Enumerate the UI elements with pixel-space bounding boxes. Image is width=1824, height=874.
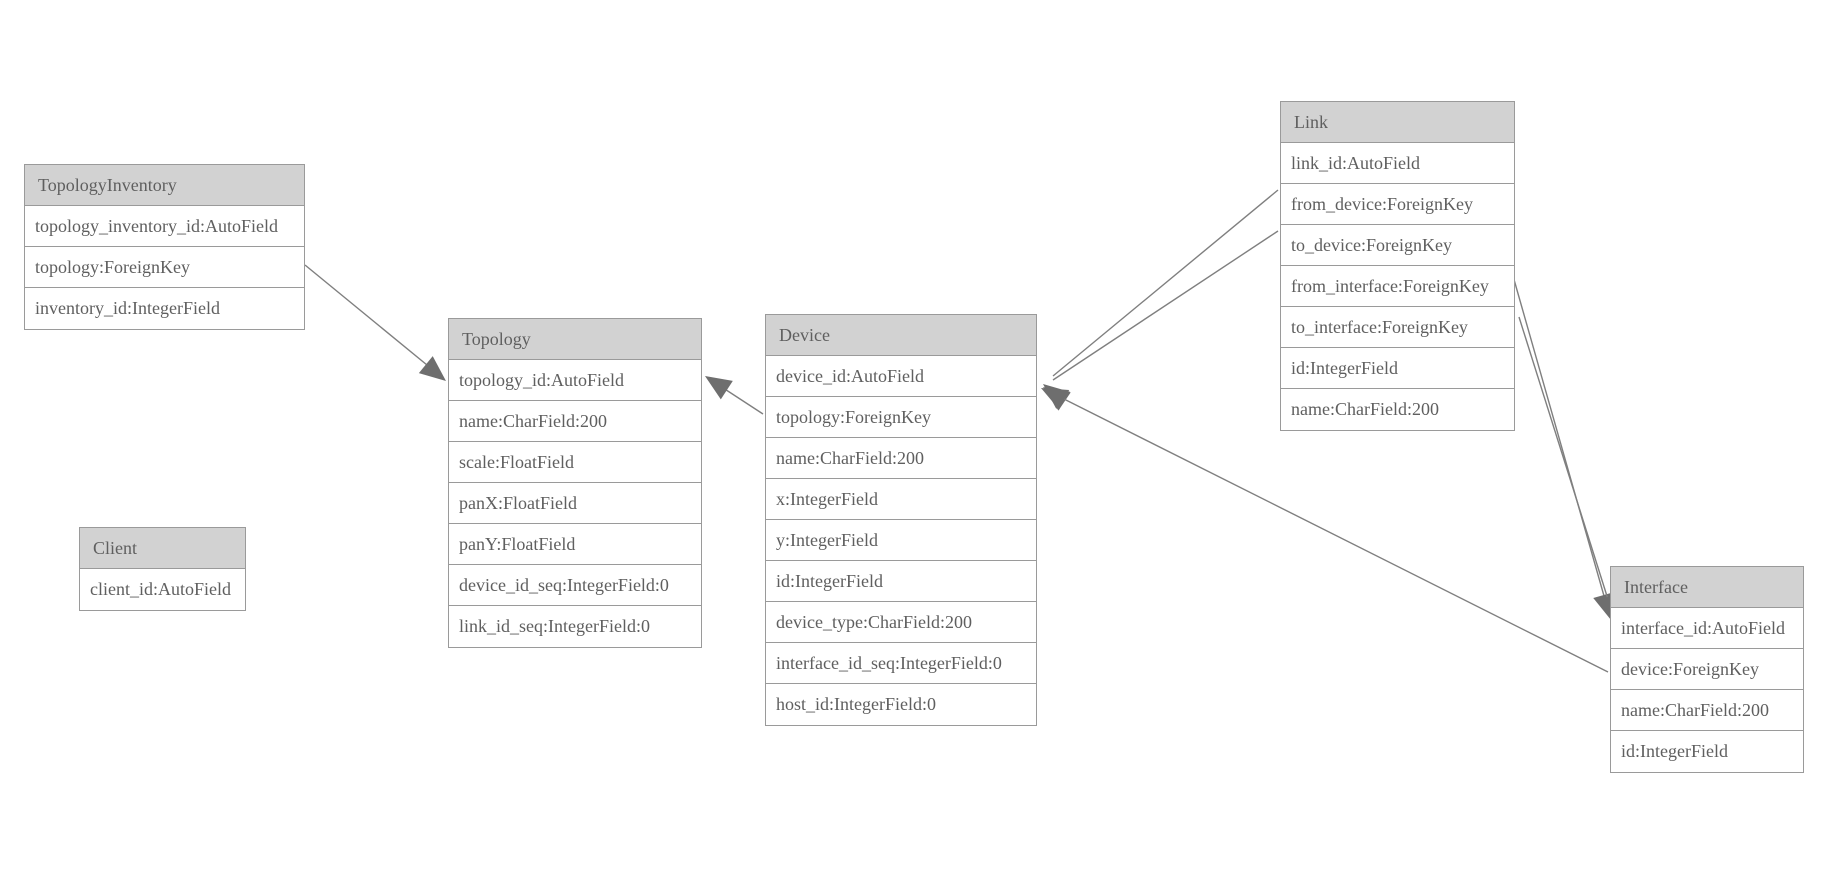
entity-field[interactable]: x:IntegerField [766, 479, 1036, 520]
entity-field[interactable]: id:IntegerField [766, 561, 1036, 602]
entity-field[interactable]: interface_id:AutoField [1611, 608, 1803, 649]
entity-field[interactable]: host_id:IntegerField:0 [766, 684, 1036, 725]
rel-topologyinventory-topology [304, 264, 446, 381]
entity-field[interactable]: topology:ForeignKey [766, 397, 1036, 438]
entity-title-interface: Interface [1611, 567, 1803, 608]
entity-field[interactable]: device_id_seq:IntegerField:0 [449, 565, 701, 606]
entity-field[interactable]: name:CharField:200 [766, 438, 1036, 479]
entity-field[interactable]: topology:ForeignKey [25, 247, 304, 288]
entity-field[interactable]: scale:FloatField [449, 442, 701, 483]
entity-field[interactable]: link_id:AutoField [1281, 143, 1514, 184]
entity-field[interactable]: name:CharField:200 [1281, 389, 1514, 430]
entity-field[interactable]: to_interface:ForeignKey [1281, 307, 1514, 348]
relationship-line [1052, 189, 1279, 377]
entity-field[interactable]: inventory_id:IntegerField [25, 288, 304, 329]
arrowhead-icon [1041, 388, 1070, 410]
entity-field[interactable]: panX:FloatField [449, 483, 701, 524]
entity-title-link: Link [1281, 102, 1514, 143]
entity-field[interactable]: topology_inventory_id:AutoField [25, 206, 304, 247]
entity-field[interactable]: name:CharField:200 [1611, 690, 1803, 731]
entity-field[interactable]: client_id:AutoField [80, 569, 245, 610]
entity-field[interactable]: device_type:CharField:200 [766, 602, 1036, 643]
relationship-line [713, 381, 764, 415]
rel-device-topology [705, 376, 764, 415]
entity-field[interactable]: panY:FloatField [449, 524, 701, 565]
entity-title-client: Client [80, 528, 245, 569]
entity-title-topology_inventory: TopologyInventory [25, 165, 304, 206]
entity-field[interactable]: id:IntegerField [1611, 731, 1803, 772]
entity-field[interactable]: from_interface:ForeignKey [1281, 266, 1514, 307]
rel-link-from-interface [1512, 275, 1615, 620]
entity-field[interactable]: device:ForeignKey [1611, 649, 1803, 690]
entity-field[interactable]: y:IntegerField [766, 520, 1036, 561]
arrowhead-icon [705, 376, 733, 400]
entity-field[interactable]: link_id_seq:IntegerField:0 [449, 606, 701, 647]
entity-field[interactable]: from_device:ForeignKey [1281, 184, 1514, 225]
entity-field[interactable]: name:CharField:200 [449, 401, 701, 442]
relationship-line [1052, 230, 1279, 381]
arrowhead-icon [1043, 384, 1071, 409]
relationship-line [1518, 316, 1613, 613]
entity-field[interactable]: to_device:ForeignKey [1281, 225, 1514, 266]
relationship-line [1512, 275, 1609, 611]
entity-field[interactable]: device_id:AutoField [766, 356, 1036, 397]
entity-field[interactable]: id:IntegerField [1281, 348, 1514, 389]
entity-field[interactable]: interface_id_seq:IntegerField:0 [766, 643, 1036, 684]
rel-link-from-device [1043, 189, 1279, 409]
rel-link-to-device [1043, 230, 1279, 411]
entity-title-device: Device [766, 315, 1036, 356]
relationship-line [304, 264, 439, 375]
entity-field[interactable]: topology_id:AutoField [449, 360, 701, 401]
entity-title-topology: Topology [449, 319, 701, 360]
relationship-line [1049, 391, 1609, 673]
arrowhead-icon [1043, 387, 1071, 411]
